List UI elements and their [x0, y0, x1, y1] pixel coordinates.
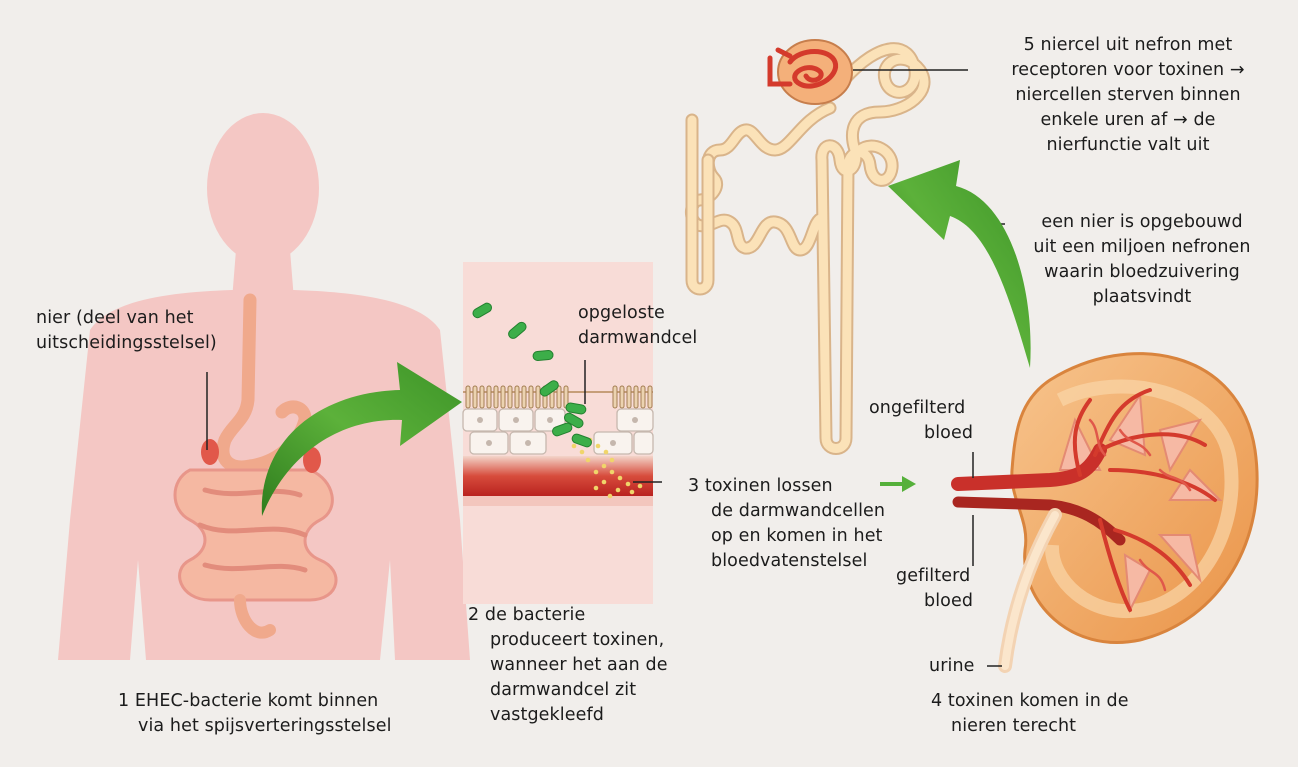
- step1-label: 1 EHEC-bacterie komt binnen via het spij…: [118, 689, 392, 739]
- step3-label: 3 toxinen lossen de darmwandcellen op en…: [684, 474, 885, 574]
- toxin-dot: [616, 488, 621, 493]
- step2-label: 2 de bacterie produceert toxinen, wannee…: [468, 603, 668, 728]
- toxin-dot: [586, 458, 591, 463]
- dissolved-cell-label: opgeloste darmwandcel: [578, 301, 697, 351]
- toxin-dot: [594, 486, 599, 491]
- microvillus: [536, 386, 540, 408]
- microvillus: [529, 386, 533, 408]
- microvillus: [648, 386, 652, 408]
- glomerulus: [770, 40, 852, 104]
- nephron-info-label: een nier is opgebouwd uit een miljoen ne…: [1004, 210, 1280, 310]
- toxin-dot: [602, 464, 607, 469]
- toxin-dot: [618, 476, 623, 481]
- kidney-part-label: nier (deel van het uitscheidingsstelsel): [36, 306, 217, 356]
- step5-label: 5 niercel uit nefron met receptoren voor…: [972, 33, 1284, 158]
- microvillus: [634, 386, 638, 408]
- toxin-dot: [596, 444, 601, 449]
- toxin-dot: [602, 480, 607, 485]
- toxin-dot: [626, 482, 631, 487]
- toxin-dot: [610, 470, 615, 475]
- microvillus: [620, 386, 624, 408]
- toxin-dot: [580, 450, 585, 455]
- microvillus: [613, 386, 617, 408]
- microvillus: [627, 386, 631, 408]
- step4-label: 4 toxinen komen in de nieren terecht: [931, 689, 1129, 739]
- microvillus: [473, 386, 477, 408]
- filtered-blood-label: gefilterd bloed: [896, 564, 973, 614]
- microvillus: [557, 386, 561, 408]
- toxin-dot: [610, 458, 615, 463]
- microvillus: [501, 386, 505, 408]
- toxin-dot: [604, 450, 609, 455]
- microvillus: [515, 386, 519, 408]
- microvillus: [508, 386, 512, 408]
- toxin-dot: [630, 490, 635, 495]
- microvilli: [466, 386, 652, 408]
- microvillus: [522, 386, 526, 408]
- toxin-dot: [594, 470, 599, 475]
- unfiltered-blood-label: ongefilterd bloed: [869, 396, 973, 446]
- microvillus: [480, 386, 484, 408]
- microvillus: [494, 386, 498, 408]
- microvillus: [487, 386, 491, 408]
- toxin-dot: [572, 444, 577, 449]
- toxin-dot: [608, 494, 613, 499]
- microvillus: [641, 386, 645, 408]
- urine-label: urine: [929, 654, 975, 679]
- nephron-illustration: [691, 49, 924, 449]
- toxin-dot: [638, 484, 643, 489]
- microvillus: [466, 386, 470, 408]
- kidney-illustration: [958, 354, 1257, 666]
